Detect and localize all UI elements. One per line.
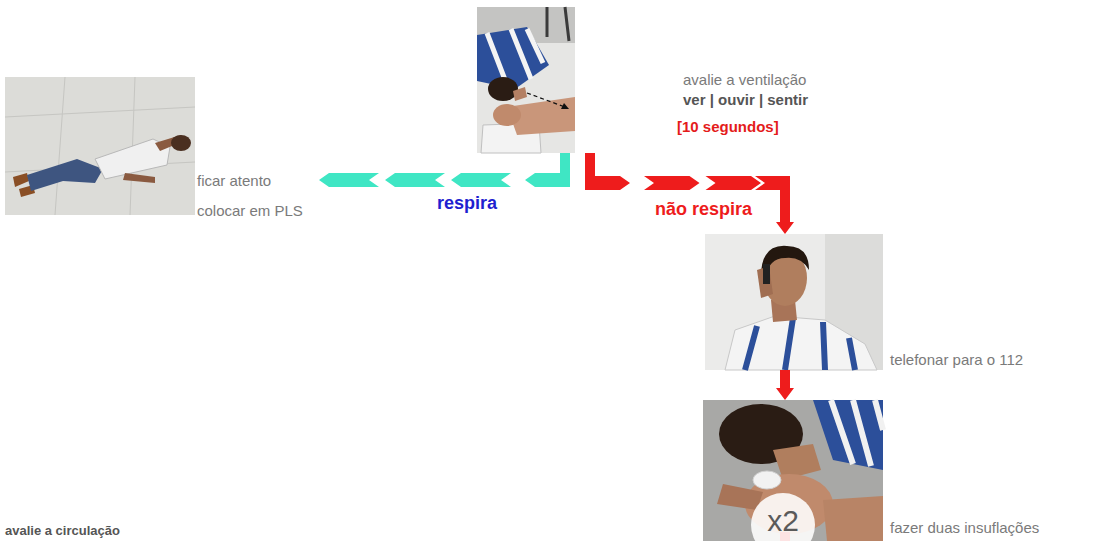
step-caption-wrap: ver | ouvir | sentir	[683, 91, 808, 108]
arrow-segment	[451, 173, 511, 187]
repeat-count: x2	[750, 492, 816, 541]
repeat-count-wrap: x2	[750, 492, 816, 541]
photo-phone-call	[705, 234, 883, 370]
step-caption: fazer duas insuflações	[890, 519, 1039, 536]
arrow-segment	[585, 153, 630, 190]
section-heading: avalie a circulação	[5, 523, 120, 538]
photo-step: telefonar para o 112	[705, 234, 1090, 370]
edge-label-wrap: respira	[437, 193, 497, 214]
circle-fill	[751, 493, 815, 541]
flow-arrow	[585, 153, 794, 234]
photo-step: ficar atento colocar em PLS	[5, 77, 319, 226]
step-caption-wrap: telefonar para o 112	[890, 351, 1023, 368]
repeat-circle: x2	[750, 492, 820, 541]
step-caption: avalie a ventilação	[683, 71, 806, 88]
arrow-segment	[706, 176, 762, 190]
step-caption-wrap: avalie a ventilação	[683, 71, 806, 88]
flow-arrow	[776, 370, 794, 400]
photo-step: avalie a ventilação ver | ouvir | sentir […	[477, 7, 822, 153]
photo-recovery-position	[5, 77, 195, 215]
step-caption-wrap: ficar atento colocar em PLS	[197, 166, 315, 226]
step-caption: telefonar para o 112	[890, 351, 1023, 368]
photo-check-breathing	[477, 7, 575, 153]
arrow-segment	[776, 220, 794, 234]
arrow-segment	[644, 176, 700, 190]
arrow-segment	[525, 153, 570, 187]
step-caption: ver | ouvir | sentir	[683, 91, 808, 108]
edge-label-wrap: não respira	[655, 199, 752, 220]
step-caption-wrap: fazer duas insuflações	[890, 519, 1039, 536]
arrow-segment	[385, 173, 445, 187]
section-heading-wrap: avalie a circulação	[5, 523, 120, 538]
arrow-segment	[319, 173, 379, 187]
photo-step: fazer duas insuflações x2	[703, 400, 1090, 541]
arrow-segment	[776, 370, 794, 400]
edge-label: respira	[437, 193, 497, 214]
edge-label: não respira	[655, 199, 752, 220]
arrow-segment	[755, 176, 790, 222]
step-caption: ficar atento colocar em PLS	[197, 166, 315, 226]
flow-arrow	[319, 153, 570, 187]
time-note-wrap: [10 segundos]	[677, 118, 779, 135]
time-note: [10 segundos]	[677, 118, 779, 135]
